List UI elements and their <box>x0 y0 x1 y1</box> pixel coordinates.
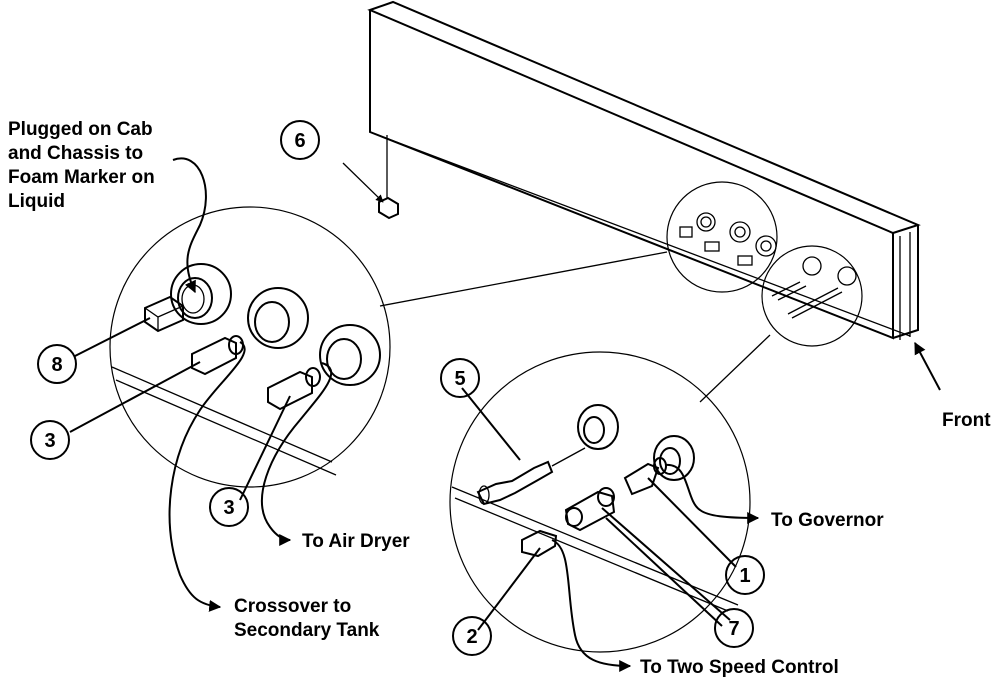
svg-text:3: 3 <box>44 430 55 452</box>
callout-3-lower: 3 <box>209 487 249 527</box>
svg-text:1: 1 <box>739 565 750 587</box>
svg-text:5: 5 <box>454 368 465 390</box>
callout-5: 5 <box>440 358 480 398</box>
detail-circles <box>109 181 863 653</box>
left-detail-parts <box>111 263 381 476</box>
callout-8: 8 <box>37 344 77 384</box>
callout-balloons: 6 8 3 3 5 1 2 7 <box>30 120 765 656</box>
frame-rail <box>367 0 921 340</box>
callout-1: 1 <box>725 555 765 595</box>
svg-text:Secondary Tank: Secondary Tank <box>234 620 380 641</box>
label-to-air-dryer: To Air Dryer <box>302 531 410 552</box>
label-to-governor: To Governor <box>771 510 884 531</box>
svg-text:Liquid: Liquid <box>8 191 65 212</box>
svg-text:8: 8 <box>51 354 62 376</box>
leader-lines <box>69 157 941 672</box>
text-labels: Plugged on Cab and Chassis to Foam Marke… <box>8 119 991 678</box>
svg-text:2: 2 <box>466 626 477 648</box>
right-detail-parts <box>451 404 739 612</box>
svg-text:and Chassis to: and Chassis to <box>8 143 143 164</box>
svg-text:Crossover to: Crossover to <box>234 596 351 617</box>
label-crossover: Crossover to Secondary Tank <box>234 596 380 641</box>
label-front: Front <box>942 410 991 431</box>
svg-text:Plugged on Cab: Plugged on Cab <box>8 119 153 140</box>
rail-fittings <box>679 212 857 319</box>
label-plugged: Plugged on Cab and Chassis to Foam Marke… <box>8 119 155 212</box>
svg-text:Foam Marker on: Foam Marker on <box>8 167 155 188</box>
callout-3-upper: 3 <box>30 420 70 460</box>
part-6-fitting <box>342 135 399 220</box>
svg-text:7: 7 <box>728 618 739 640</box>
callout-7: 7 <box>714 608 754 648</box>
label-to-two-speed-control: To Two Speed Control <box>640 657 839 678</box>
svg-text:6: 6 <box>294 130 305 152</box>
callout-2: 2 <box>452 616 492 656</box>
callout-6: 6 <box>280 120 320 160</box>
svg-text:3: 3 <box>223 497 234 519</box>
